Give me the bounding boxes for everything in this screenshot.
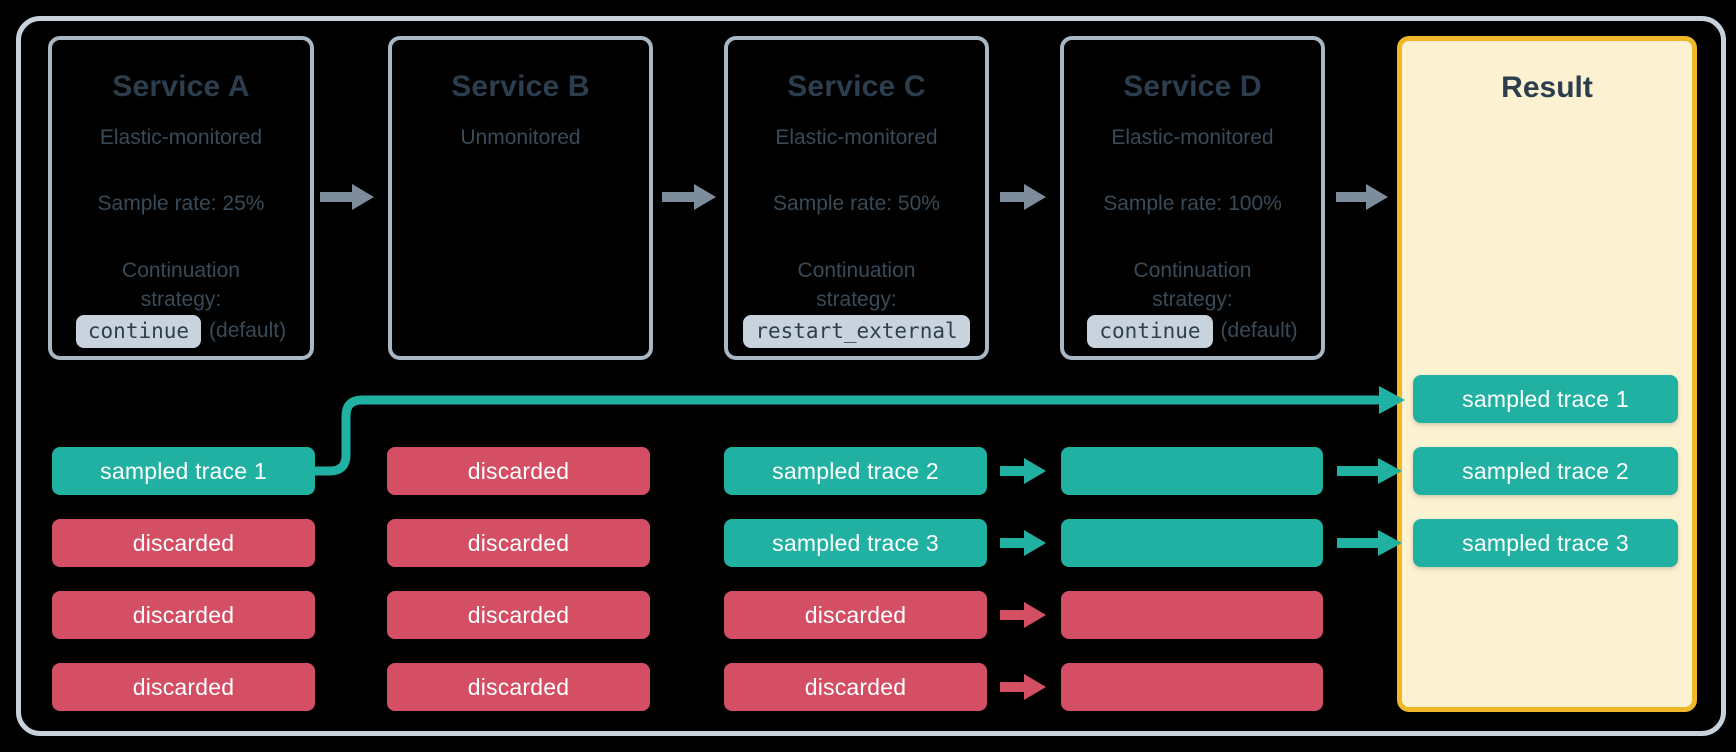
trace-c-1: sampled trace 2 xyxy=(724,447,987,495)
service-d-sample-rate: Sample rate: 100% xyxy=(1103,192,1282,215)
service-d-strategy-default-label: (default) xyxy=(1220,319,1298,342)
service-a-strategy-code-chip: continue xyxy=(75,314,202,348)
service-d-continuation-label: Continuation strategy: xyxy=(1133,259,1252,311)
trace-b-4: discarded xyxy=(387,663,650,711)
service-a-strategy-row: continue (default) xyxy=(52,314,310,348)
service-b-box: Service B Unmonitored xyxy=(388,36,653,360)
trace-b-3: discarded xyxy=(387,591,650,639)
service-b-monitoring: Unmonitored xyxy=(460,126,581,149)
service-a-strategy-default-label: (default) xyxy=(209,319,287,342)
service-a-box: Service A Elastic-monitored Sample rate:… xyxy=(48,36,314,360)
trace-d-4 xyxy=(1061,663,1323,711)
trace-c-2: sampled trace 3 xyxy=(724,519,987,567)
service-b-title: Service B xyxy=(451,70,590,103)
service-d-strategy-code-chip: continue xyxy=(1087,314,1213,348)
trace-d-3 xyxy=(1061,591,1323,639)
service-a-monitoring: Elastic-monitored xyxy=(99,126,263,149)
trace-a-1: sampled trace 1 xyxy=(52,447,315,495)
trace-b-1: discarded xyxy=(387,447,650,495)
service-c-continuation-label: Continuation strategy: xyxy=(797,259,916,311)
service-d-box: Service D Elastic-monitored Sample rate:… xyxy=(1060,36,1325,360)
trace-d-1 xyxy=(1061,447,1323,495)
service-c-sample-rate: Sample rate: 50% xyxy=(773,192,940,215)
service-c-strategy-row: restart_external xyxy=(728,314,985,348)
service-d-strategy-row: continue (default) xyxy=(1064,314,1321,348)
result-title: Result xyxy=(1501,71,1593,104)
service-d-monitoring: Elastic-monitored xyxy=(1111,126,1274,149)
trace-c-3: discarded xyxy=(724,591,987,639)
trace-c-4: discarded xyxy=(724,663,987,711)
result-pill-3: sampled trace 3 xyxy=(1413,519,1678,567)
outer-frame xyxy=(16,16,1726,736)
trace-d-2 xyxy=(1061,519,1323,567)
result-pill-1: sampled trace 1 xyxy=(1413,375,1678,423)
service-c-monitoring: Elastic-monitored xyxy=(775,126,938,149)
result-pill-2: sampled trace 2 xyxy=(1413,447,1678,495)
service-d-title: Service D xyxy=(1123,70,1262,103)
service-c-strategy-code-chip: restart_external xyxy=(743,314,970,348)
service-a-continuation-label: Continuation strategy: xyxy=(122,259,240,311)
trace-a-2: discarded xyxy=(52,519,315,567)
trace-a-3: discarded xyxy=(52,591,315,639)
service-a-title: Service A xyxy=(112,70,250,103)
service-c-box: Service C Elastic-monitored Sample rate:… xyxy=(724,36,989,360)
service-a-sample-rate: Sample rate: 25% xyxy=(97,192,265,215)
result-box: Result xyxy=(1397,36,1697,712)
trace-b-2: discarded xyxy=(387,519,650,567)
trace-a-4: discarded xyxy=(52,663,315,711)
service-c-title: Service C xyxy=(787,70,926,103)
